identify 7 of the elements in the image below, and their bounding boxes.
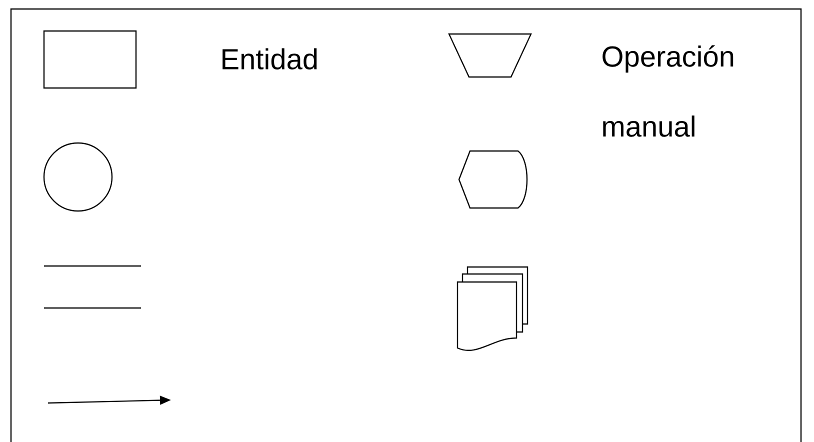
rectangle-symbol — [43, 30, 137, 89]
display-symbol — [458, 150, 528, 209]
trapezoid-symbol — [448, 33, 532, 78]
multi-document-symbol — [456, 266, 528, 351]
symbol-label: Entidad — [222, 48, 317, 70]
circle-symbol — [43, 142, 113, 212]
symbol-label: Operación manual — [602, 45, 734, 137]
